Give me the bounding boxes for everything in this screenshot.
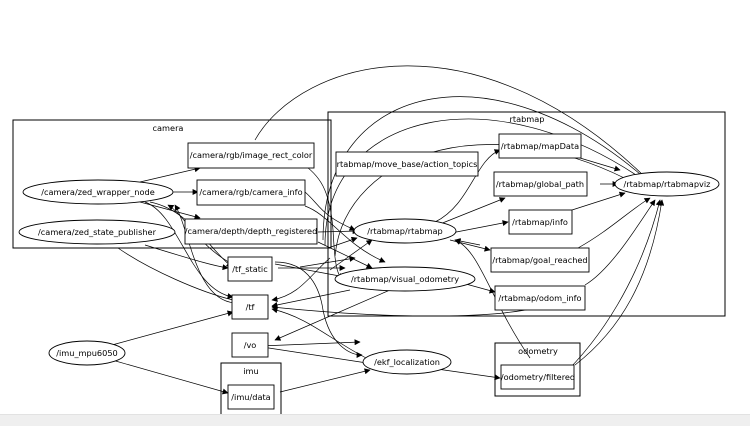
topic-global-path[interactable]: /rtabmap/global_path [493, 171, 588, 197]
node-label: /camera/rgb/image_rect_color [190, 150, 313, 160]
node-label: /imu_mpu6050 [56, 348, 118, 358]
edge [271, 257, 331, 303]
edge [111, 310, 234, 346]
node-label: /rtabmap/goal_reached [492, 255, 587, 265]
node-label: /rtabmap/visual_odometry [351, 274, 459, 284]
cluster-camera: camera [12, 119, 332, 249]
node-rtabmap[interactable]: /rtabmap/rtabmap [353, 218, 457, 244]
topic-goal-reached[interactable]: /rtabmap/goal_reached [490, 247, 590, 273]
node-label: /imu/data [231, 392, 270, 402]
node-label: /vo [244, 340, 257, 350]
node-zed-state-publisher[interactable]: /camera/zed_state_publisher [18, 219, 176, 245]
ros-node-graph: camera rtabmap imu odometry [12, 65, 726, 414]
edge [434, 149, 501, 223]
edges [111, 65, 665, 395]
edge [304, 191, 356, 231]
edge [271, 289, 351, 308]
edge [579, 157, 621, 172]
edge [449, 239, 491, 252]
node-label: /camera/zed_wrapper_node [41, 187, 154, 197]
topic-tf[interactable]: /tf [231, 294, 269, 320]
node-label: /rtabmap/odom_info [498, 293, 581, 303]
node-label: /camera/depth/depth_registered [185, 226, 318, 236]
node-imu-mpu6050[interactable]: /imu_mpu6050 [48, 340, 126, 366]
cluster-camera-label: camera [153, 123, 184, 133]
cluster-odometry: odometry [494, 342, 581, 397]
topic-odometry-filtered[interactable]: /odometry/filtered [500, 364, 575, 390]
topic-action-topics[interactable]: rtabmap/move_base/action_topics [335, 151, 479, 177]
edge [334, 144, 656, 257]
edge [584, 199, 656, 286]
edge [174, 204, 236, 304]
topic-mapdata[interactable]: /rtabmap/mapData [498, 133, 582, 159]
node-visual-odometry[interactable]: /rtabmap/visual_odometry [334, 266, 476, 292]
node-label: rtabmap/move_base/action_topics [337, 159, 478, 169]
node-label: /rtabmap/info [512, 217, 568, 227]
node-label: /ekf_localization [374, 357, 440, 367]
edge [111, 359, 229, 395]
topic-vo[interactable]: /vo [231, 332, 269, 358]
edge [324, 118, 661, 246]
node-ekf-localization[interactable]: /ekf_localization [362, 349, 452, 375]
node-label: /rtabmap/mapData [501, 141, 579, 151]
edge [454, 239, 531, 359]
edge [139, 166, 201, 183]
edge [304, 205, 386, 263]
node-label: /rtabmap/rtabmap [367, 226, 442, 236]
edge [434, 197, 506, 227]
cluster-odometry-label: odometry [518, 346, 558, 356]
edge [317, 228, 359, 235]
node-label: /rtabmap/global_path [496, 179, 584, 189]
cluster-imu-label: imu [243, 366, 258, 376]
node-zed-wrapper[interactable]: /camera/zed_wrapper_node [22, 179, 174, 205]
edge [571, 191, 626, 211]
edge [317, 241, 373, 269]
edge [117, 247, 234, 301]
node-label: /camera/rgb/camera_info [199, 187, 302, 197]
cluster-imu: imu [220, 362, 282, 414]
edge [299, 255, 356, 268]
edge [279, 368, 371, 393]
topic-odom-info[interactable]: /rtabmap/odom_info [494, 285, 586, 311]
edge [274, 263, 346, 279]
edge [445, 220, 509, 235]
topic-depth-registered[interactable]: /camera/depth/depth_registered [184, 218, 318, 245]
edge [322, 96, 661, 241]
node-label: /tf_static [232, 264, 267, 274]
edge [254, 65, 661, 193]
edge [274, 289, 391, 341]
node-rtabmapviz[interactable]: /rtabmap/rtabmapviz [614, 171, 720, 197]
node-label: /tf [246, 302, 256, 312]
topic-info[interactable]: /rtabmap/info [508, 209, 573, 235]
node-label: /camera/zed_state_publisher [38, 227, 157, 237]
topic-camera-info[interactable]: /camera/rgb/camera_info [196, 179, 306, 206]
status-bar [0, 414, 750, 426]
edge [144, 244, 229, 271]
edge [271, 307, 371, 361]
cluster-rtabmap-label: rtabmap [510, 114, 545, 124]
edge [559, 199, 662, 379]
edge [574, 199, 665, 366]
edge [327, 236, 358, 249]
node-label: /rtabmap/rtabmapviz [624, 179, 711, 189]
topic-image-rect-color[interactable]: /camera/rgb/image_rect_color [187, 142, 315, 169]
edge [139, 201, 201, 220]
edge [329, 239, 373, 271]
edge [144, 201, 234, 300]
topic-imu-data[interactable]: /imu/data [227, 384, 275, 410]
edge [577, 197, 651, 249]
topic-tf-static[interactable]: /tf_static [227, 256, 273, 282]
node-label: /odometry/filtered [501, 372, 575, 382]
